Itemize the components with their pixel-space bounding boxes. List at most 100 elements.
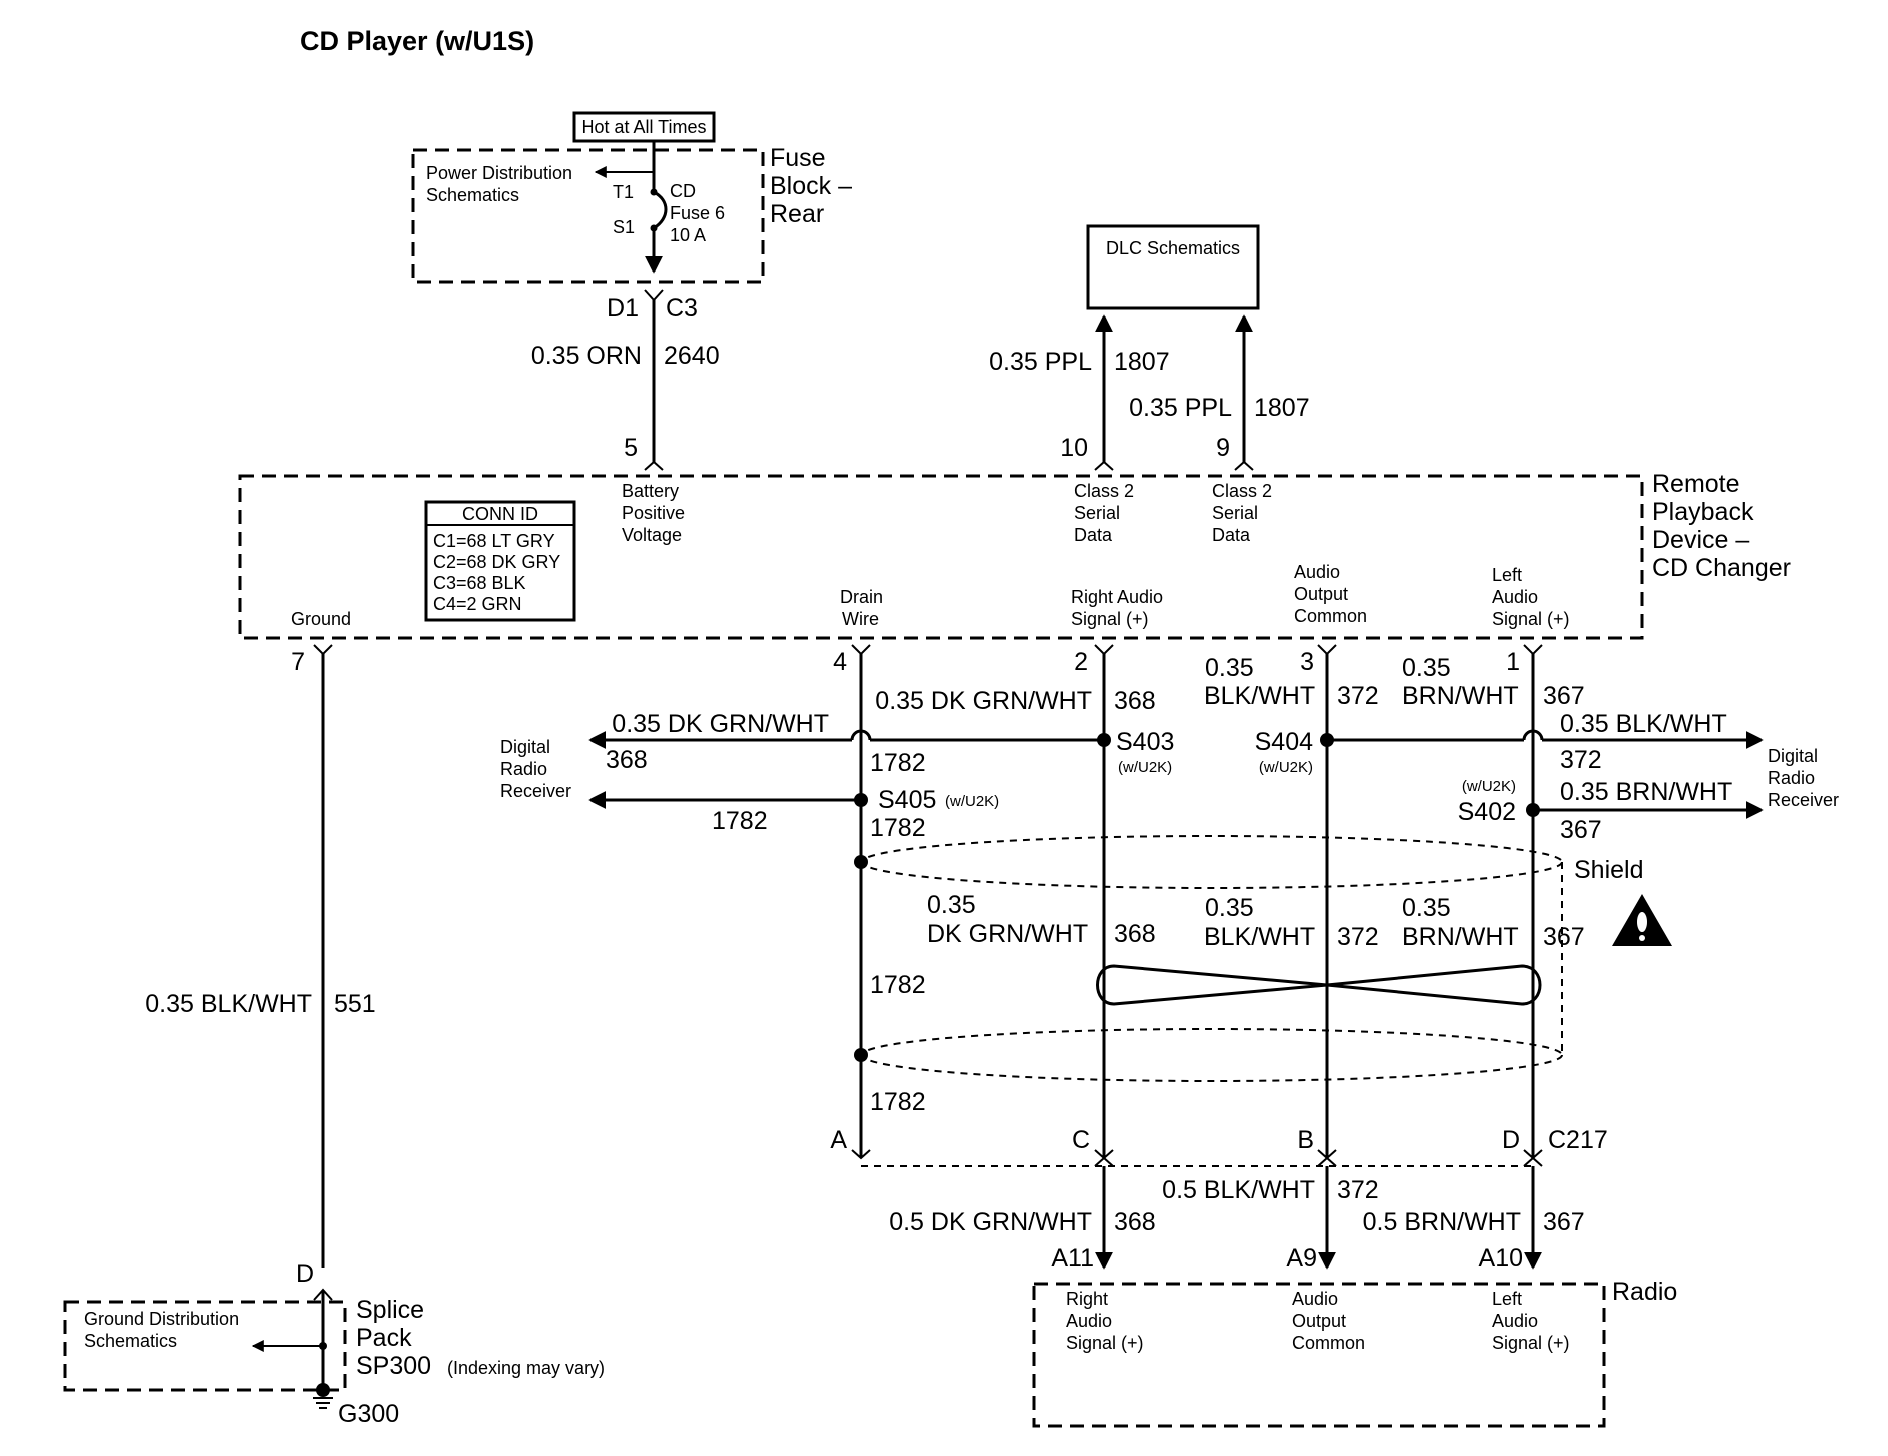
dlc-wire-9-circuit: 1807 — [1254, 394, 1310, 422]
c217-name: C217 — [1548, 1126, 1608, 1154]
upper-367-circuit: 367 — [1543, 682, 1585, 710]
device-name-4: CD Changer — [1652, 554, 1791, 582]
shield-372-gauge-1: 0.35 — [1205, 894, 1254, 922]
pin-1-label-1: Left — [1492, 565, 1522, 585]
pin-7-number: 7 — [291, 648, 305, 676]
splice-s403-name: S403 — [1116, 728, 1174, 756]
radio-block: Radio A11 A9 A10 Right Audio Signal (+) … — [1032, 1244, 1677, 1428]
splice-pack-name-1: Splice — [356, 1296, 424, 1324]
splice-s403-dot — [1097, 733, 1111, 747]
ground-g300-label: G300 — [338, 1400, 399, 1428]
splice-s404-dot — [1320, 733, 1334, 747]
radio-367-gauge: 0.5 BRN/WHT — [1363, 1208, 1521, 1236]
radio-left-label-2: Audio — [1492, 1311, 1538, 1331]
pin-7-symbol — [313, 644, 333, 656]
branch-1782-circuit: 1782 — [712, 807, 768, 835]
c217-d-symbol-bottom — [1523, 1156, 1543, 1167]
ground-distribution-label-2: Schematics — [84, 1331, 177, 1351]
ground-wire-circuit: 551 — [334, 990, 376, 1018]
t1-label: T1 — [613, 182, 634, 202]
pin-5-label-2: Positive — [622, 503, 685, 523]
radio-pin-a10: A10 — [1479, 1244, 1523, 1272]
c217-pin-b: B — [1297, 1126, 1314, 1154]
ground-splice-pin: D — [296, 1260, 314, 1288]
conn-id-row-1: C1=68 LT GRY — [433, 531, 555, 551]
fuse-element — [653, 190, 668, 230]
branch-372-crossover — [1522, 729, 1544, 741]
pin-5-label-3: Voltage — [622, 525, 682, 545]
radio-367-circuit: 367 — [1543, 1208, 1585, 1236]
radio-372-gauge: 0.5 BLK/WHT — [1162, 1176, 1315, 1204]
shield-top-ellipse — [861, 835, 1563, 889]
dlc-block: DLC Schematics 0.35 PPL 1807 0.35 PPL 18… — [989, 224, 1310, 462]
pin-10-label-1: Class 2 — [1074, 481, 1134, 501]
branch-368-gauge: 0.35 DK GRN/WHT — [612, 710, 829, 738]
pin-1-symbol — [1523, 644, 1543, 656]
device-name-1: Remote — [1652, 470, 1740, 498]
splice-pack-name-2: Pack — [356, 1324, 412, 1352]
shield-372-circuit: 372 — [1337, 923, 1379, 951]
radio-368-circuit: 368 — [1114, 1208, 1156, 1236]
shield-drain-top-dot — [854, 855, 868, 869]
conn-id-row-2: C2=68 DK GRY — [433, 552, 560, 572]
ground-g300-dot — [316, 1383, 330, 1397]
splice-s403-note: (w/U2K) — [1118, 759, 1172, 776]
pin-9-symbol — [1234, 460, 1254, 471]
hot-at-all-times-label: Hot at All Times — [581, 117, 706, 137]
splice-s405-dot — [854, 793, 868, 807]
battery-wire-circuit: 2640 — [664, 342, 720, 370]
branch-367-gauge: 0.35 BRN/WHT — [1560, 778, 1732, 806]
pin-1-label-3: Signal (+) — [1492, 609, 1570, 629]
pin-1-label-2: Audio — [1492, 587, 1538, 607]
pin-10-symbol — [1094, 460, 1114, 471]
conn-id-row-4: C4=2 GRN — [433, 594, 522, 614]
pin-3-label-3: Common — [1294, 606, 1367, 626]
shield-368-circuit: 368 — [1114, 920, 1156, 948]
c217-pin-d: D — [1502, 1126, 1520, 1154]
pin-10-label-3: Data — [1074, 525, 1113, 545]
caution-icon-mark — [1637, 912, 1647, 932]
pin-5-label-1: Battery — [622, 481, 679, 501]
radio-name: Radio — [1612, 1278, 1677, 1306]
upper-367-gauge-2: BRN/WHT — [1402, 682, 1519, 710]
branch-372-gauge: 0.35 BLK/WHT — [1560, 710, 1727, 738]
shield-372-gauge-2: BLK/WHT — [1204, 923, 1315, 951]
pin-9-label-1: Class 2 — [1212, 481, 1272, 501]
pin-3-number: 3 — [1300, 648, 1314, 676]
pin-1-number: 1 — [1506, 648, 1520, 676]
c3-label: C3 — [666, 294, 698, 322]
fuse-block: Hot at All Times Fuse Block – Rear Power… — [411, 111, 852, 322]
left-receiver-label-3: Receiver — [500, 781, 571, 801]
branch-368-crossover — [850, 729, 872, 741]
dlc-schematics-box — [1086, 224, 1260, 310]
cd-changer-outline — [238, 474, 1644, 640]
ground-wire-gauge: 0.35 BLK/WHT — [145, 990, 312, 1018]
conn-id-row-3: C3=68 BLK — [433, 573, 526, 593]
pin-2-label-1: Right Audio — [1071, 587, 1163, 607]
power-distribution-label-2: Schematics — [426, 185, 519, 205]
connector-d1-c3-symbol — [644, 289, 664, 302]
pin-5-number: 5 — [624, 434, 638, 462]
right-receiver-label-1: Digital — [1768, 746, 1818, 766]
radio-common-label-3: Common — [1292, 1333, 1365, 1353]
connector-c217: A C B D C217 — [830, 1126, 1608, 1167]
caution-icon-dot — [1639, 935, 1645, 941]
splice-s404-name: S404 — [1255, 728, 1313, 756]
radio-common-label-1: Audio — [1292, 1289, 1338, 1309]
shield-368-gauge-1: 0.35 — [927, 891, 976, 919]
pin-3-label-2: Output — [1294, 584, 1348, 604]
splice-s402-name: S402 — [1458, 798, 1516, 826]
radio-pin-a11: A11 — [1051, 1244, 1094, 1272]
upper-372-gauge-2: BLK/WHT — [1204, 682, 1315, 710]
shield-368-gauge-2: DK GRN/WHT — [927, 920, 1088, 948]
right-receiver-label-2: Radio — [1768, 768, 1815, 788]
shield-367-gauge-2: BRN/WHT — [1402, 923, 1519, 951]
pin-4-symbol — [851, 644, 871, 656]
dlc-wire-10-circuit: 1807 — [1114, 348, 1170, 376]
cd-changer-device: Remote Playback Device – CD Changer CONN… — [238, 434, 1791, 640]
diagram-title: CD Player (w/U1S) — [300, 26, 534, 56]
pin-4-label-2: Wire — [842, 609, 879, 629]
ground-splice-pack: D Ground Distribution Schematics Splice … — [63, 1260, 605, 1428]
fuse-label-1: CD — [670, 181, 696, 201]
upper-372-gauge-1: 0.35 — [1205, 654, 1254, 682]
